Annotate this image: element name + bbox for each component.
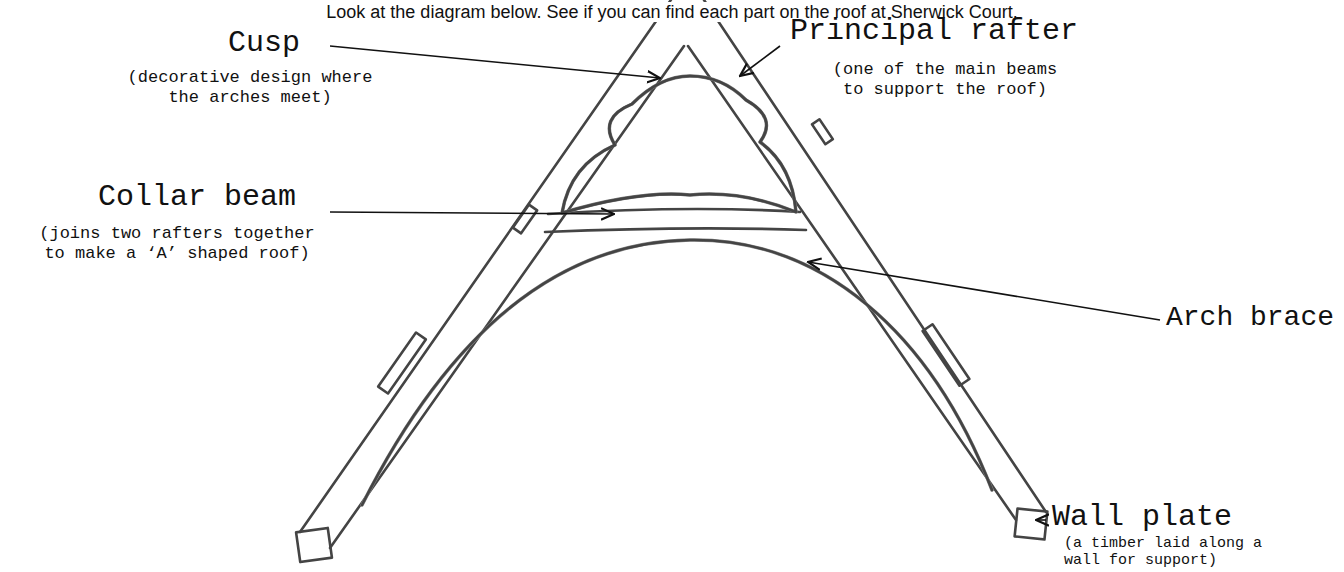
wall-plate-right: [1015, 509, 1048, 540]
cusp: [562, 76, 796, 213]
leader-line: [330, 212, 614, 214]
principal-rafter-right-inner: [688, 46, 1016, 520]
part-description: (decorative design where the arches meet…: [110, 68, 390, 108]
part-description: (one of the main beams to support the ro…: [825, 60, 1065, 100]
wall-plate-left: [296, 528, 332, 562]
rafter-slot: [378, 333, 426, 394]
part-name: Cusp: [228, 28, 328, 58]
part-name: Arch brace: [1166, 304, 1338, 332]
part-name: Collar beam: [98, 182, 323, 212]
rafter-slot: [812, 119, 833, 144]
part-name: Wall plate: [1052, 502, 1252, 532]
rafter-slot: [923, 324, 970, 385]
page-heading-row: Look at the diagram below. See if you ca…: [0, 2, 1344, 23]
part-description: (joins two rafters together to make a ‘A…: [32, 224, 322, 264]
leader-line: [330, 46, 660, 78]
leader-line: [808, 262, 1160, 320]
principal-rafter-left-inner: [330, 46, 684, 548]
cusp-edge: [562, 76, 796, 213]
part-name: Principal rafter: [790, 16, 1120, 46]
collar-beam-bottom: [545, 228, 806, 232]
arch-brace: [362, 240, 992, 505]
rafter-slot: [513, 205, 537, 234]
part-description: (a timber laid along a wall for support): [1064, 535, 1264, 570]
arch-brace-edge: [362, 240, 992, 505]
leader-line: [740, 46, 780, 76]
leader-line: [1036, 519, 1046, 521]
